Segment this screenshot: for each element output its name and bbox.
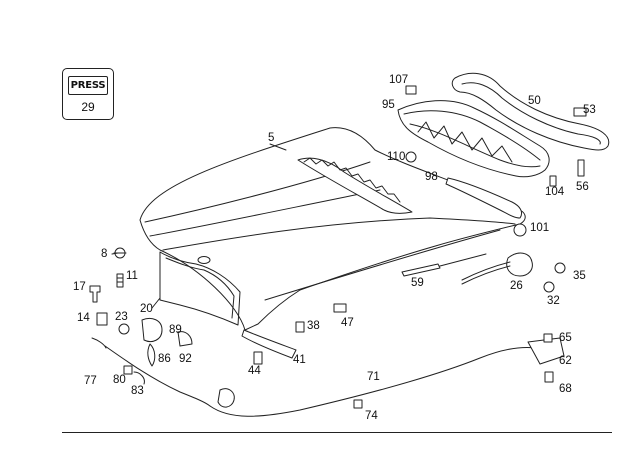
part-label-32: 32 [547,295,560,307]
hinge-26 [461,252,533,285]
press-callout: PRESS 29 [62,68,114,120]
intake-tray-95 [397,100,550,178]
seal-frame-50 [451,72,610,151]
part-label-74: 74 [365,410,378,422]
part-label-14: 14 [77,312,90,324]
press-number: 29 [81,100,95,114]
part-label-35: 35 [573,270,586,282]
part-label-107: 107 [389,74,409,86]
part-label-110: 110 [387,151,406,163]
part-label-95: 95 [382,99,395,111]
part-label-89: 89 [169,324,182,336]
part-label-53: 53 [583,104,596,116]
part-label-8: 8 [101,248,108,260]
part-label-47: 47 [341,317,354,329]
part-label-17: 17 [73,281,86,293]
part-label-56: 56 [576,181,589,193]
part-label-23: 23 [115,311,128,323]
part-label-98: 98 [425,171,438,183]
part-label-5: 5 [268,132,275,144]
part-label-62: 62 [559,355,572,367]
part-label-71: 71 [367,371,380,383]
part-label-86: 86 [158,353,171,365]
part-label-83: 83 [131,385,144,397]
part-label-77: 77 [84,375,97,387]
part-label-104: 104 [545,186,565,198]
part-label-38: 38 [307,320,320,332]
small-parts [89,85,587,409]
part-label-26: 26 [510,280,523,292]
gas-strut-59 [401,253,487,277]
part-label-11: 11 [126,270,138,282]
press-label: PRESS [68,76,108,95]
part-label-101: 101 [530,222,550,234]
part-label-50: 50 [528,95,541,107]
part-label-20: 20 [140,303,153,315]
part-label-68: 68 [559,383,572,395]
part-label-44: 44 [248,365,261,377]
cable-71 [104,345,537,417]
bottom-rule [62,432,612,433]
part-label-92: 92 [179,353,192,365]
part-label-80: 80 [113,374,126,386]
hood-panel [139,127,526,331]
part-label-41: 41 [293,354,306,366]
rail-98 [445,177,523,219]
part-label-65: 65 [559,332,572,344]
part-label-59: 59 [411,277,424,289]
leader-lines [111,143,287,309]
